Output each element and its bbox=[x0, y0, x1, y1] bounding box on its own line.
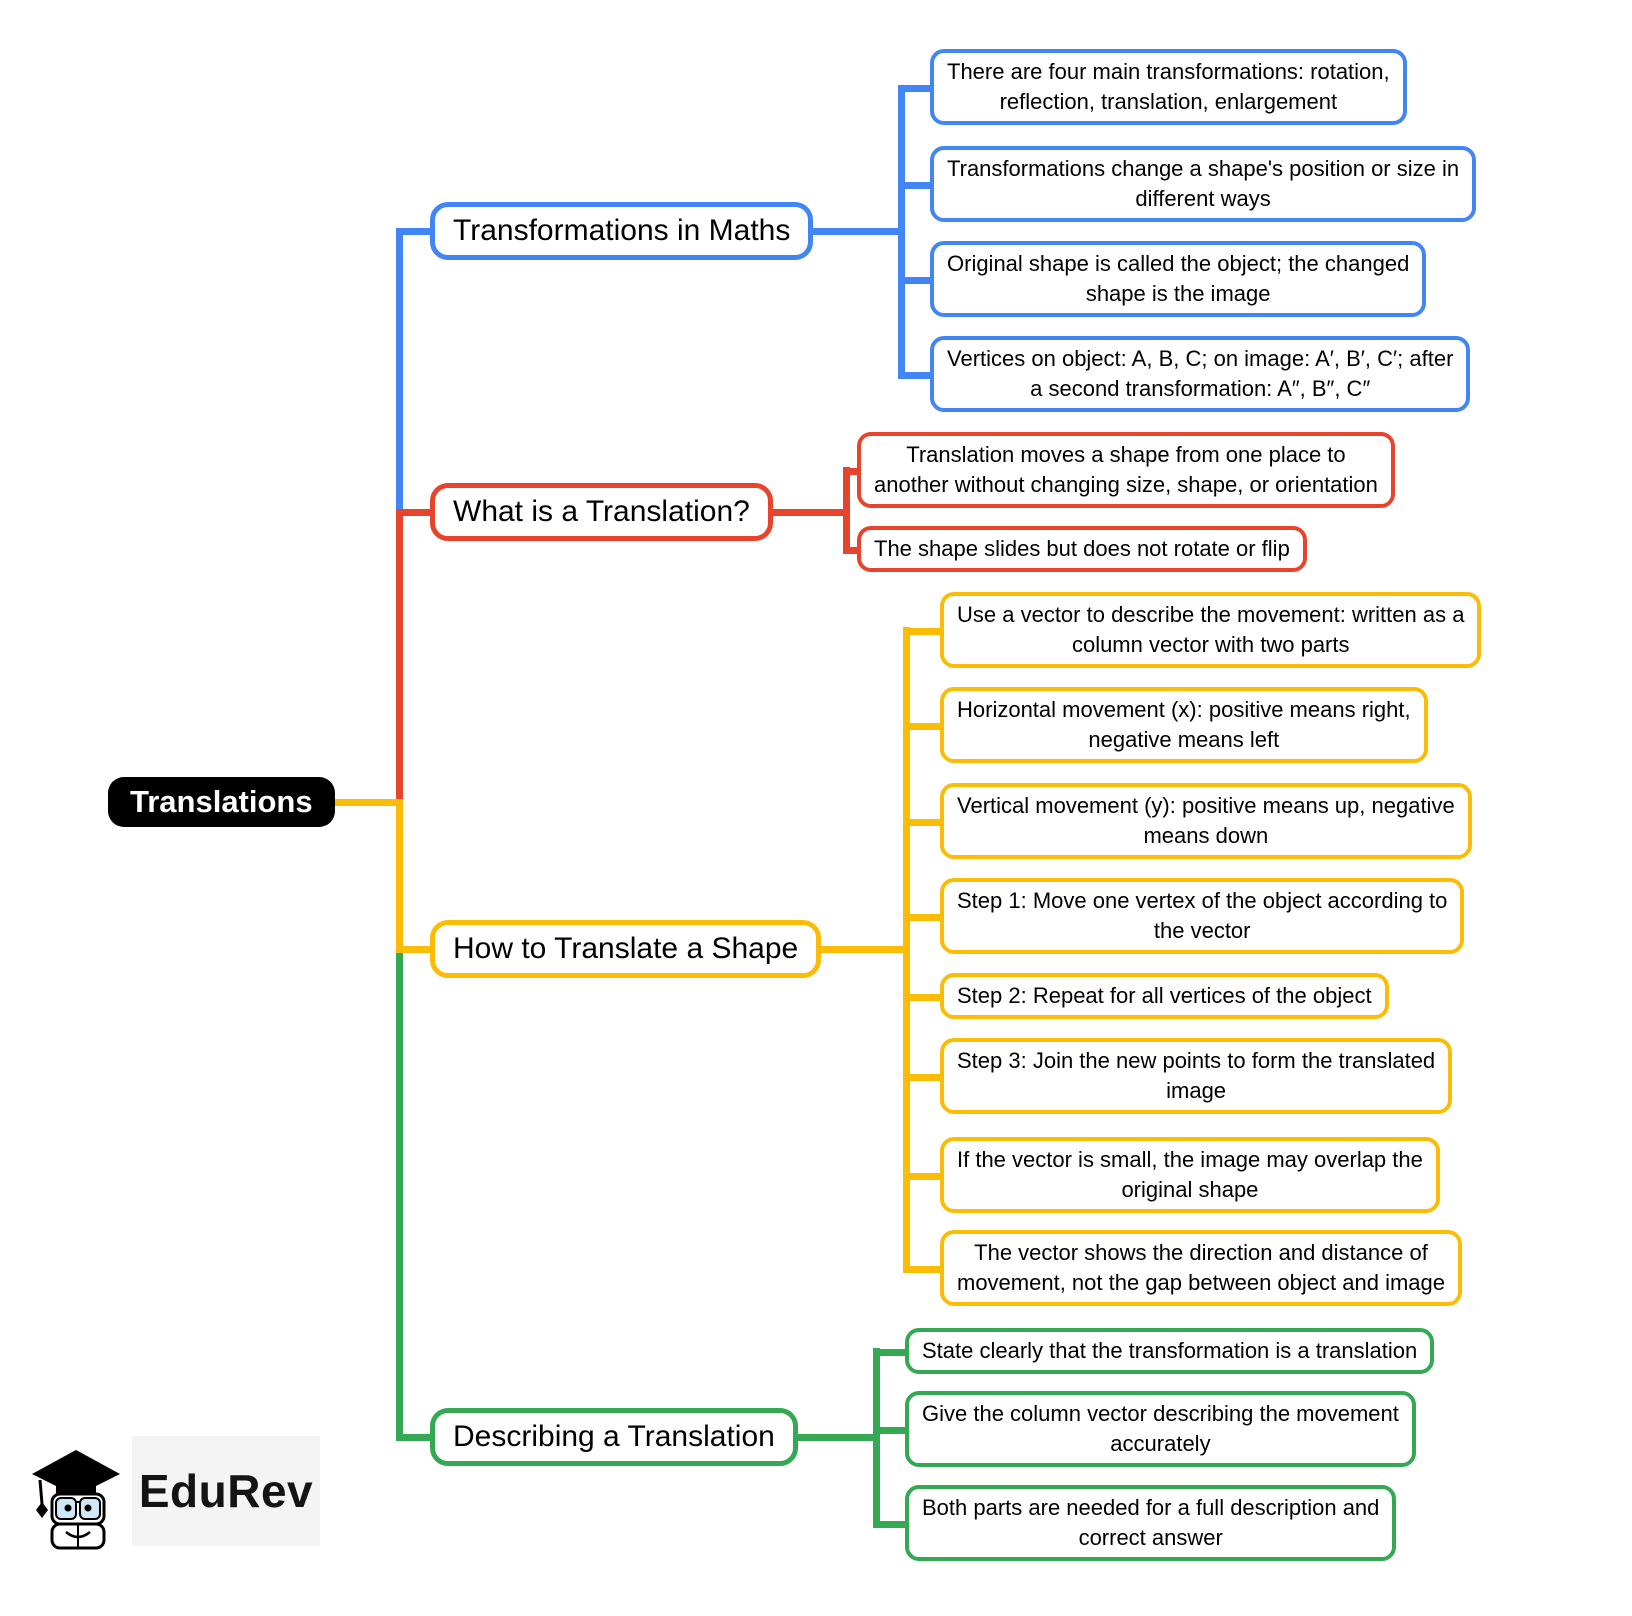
connector-leaf-stub bbox=[898, 372, 950, 379]
branch-node-describing-a-translation[interactable]: Describing a Translation bbox=[430, 1408, 798, 1466]
leaf-node[interactable]: Use a vector to describe the movement: w… bbox=[940, 592, 1482, 668]
connector-leaf-stub bbox=[903, 914, 960, 921]
subtrunk-blue bbox=[898, 85, 905, 379]
connector-branch2-right bbox=[700, 509, 850, 516]
leaf-node[interactable]: Vertices on object: A, B, C; on image: A… bbox=[930, 336, 1471, 412]
edurev-wordmark: EduRev bbox=[138, 1465, 314, 1517]
leaf-node[interactable]: Give the column vector describing the mo… bbox=[905, 1391, 1416, 1467]
leaf-node[interactable]: Step 3: Join the new points to form the … bbox=[940, 1038, 1453, 1114]
connector-leaf-stub bbox=[903, 994, 960, 1001]
leaf-node[interactable]: Translation moves a shape from one place… bbox=[857, 432, 1395, 508]
leaf-node[interactable]: The vector shows the direction and dista… bbox=[940, 1230, 1462, 1306]
leaf-node[interactable]: State clearly that the transformation is… bbox=[905, 1328, 1435, 1374]
leaf-node[interactable]: Step 1: Move one vertex of the object ac… bbox=[940, 878, 1465, 954]
leaf-node[interactable]: Step 2: Repeat for all vertices of the o… bbox=[940, 973, 1389, 1019]
branch-node-what-is-a-translation[interactable]: What is a Translation? bbox=[430, 483, 773, 541]
leaf-node[interactable]: Both parts are needed for a full descrip… bbox=[905, 1485, 1397, 1561]
connector-leaf-stub bbox=[903, 1266, 960, 1273]
subtrunk-red bbox=[843, 467, 850, 554]
connector-leaf-stub bbox=[903, 1074, 960, 1081]
connector-leaf-stub bbox=[873, 1349, 925, 1356]
trunk-segment-green bbox=[396, 946, 403, 1441]
leaf-node[interactable]: Transformations change a shape's positio… bbox=[930, 146, 1477, 222]
leaf-node[interactable]: Horizontal movement (x): positive means … bbox=[940, 687, 1428, 763]
leaf-node[interactable]: There are four main transformations: rot… bbox=[930, 49, 1407, 125]
connector-leaf-stub bbox=[873, 1521, 925, 1528]
connector-leaf-stub bbox=[898, 277, 950, 284]
branch-node-transformations-in-maths[interactable]: Transformations in Maths bbox=[430, 202, 814, 260]
leaf-node[interactable]: The shape slides but does not rotate or … bbox=[857, 526, 1307, 572]
trunk-segment-yellow bbox=[396, 799, 403, 949]
connector-leaf-stub bbox=[873, 1427, 925, 1434]
edurev-mascot-icon bbox=[32, 1450, 120, 1550]
connector-leaf-stub bbox=[903, 819, 960, 826]
connector-leaf-stub bbox=[903, 628, 960, 635]
root-node[interactable]: Translations bbox=[108, 777, 335, 827]
branch-node-how-to-translate-a-shape[interactable]: How to Translate a Shape bbox=[430, 920, 822, 978]
connector-leaf-stub bbox=[898, 85, 950, 92]
connector-leaf-stub bbox=[898, 182, 950, 189]
subtrunk-yellow bbox=[903, 627, 910, 1273]
leaf-node[interactable]: If the vector is small, the image may ov… bbox=[940, 1137, 1440, 1213]
trunk-segment-blue bbox=[396, 228, 403, 512]
leaf-node[interactable]: Vertical movement (y): positive means up… bbox=[940, 783, 1472, 859]
trunk-segment-red bbox=[396, 509, 403, 806]
leaf-node[interactable]: Original shape is called the object; the… bbox=[930, 241, 1427, 317]
connector-leaf-stub bbox=[903, 723, 960, 730]
subtrunk-green bbox=[873, 1348, 880, 1528]
edurev-logo: EduRev bbox=[132, 1436, 320, 1546]
connector-leaf-stub bbox=[903, 1173, 960, 1180]
